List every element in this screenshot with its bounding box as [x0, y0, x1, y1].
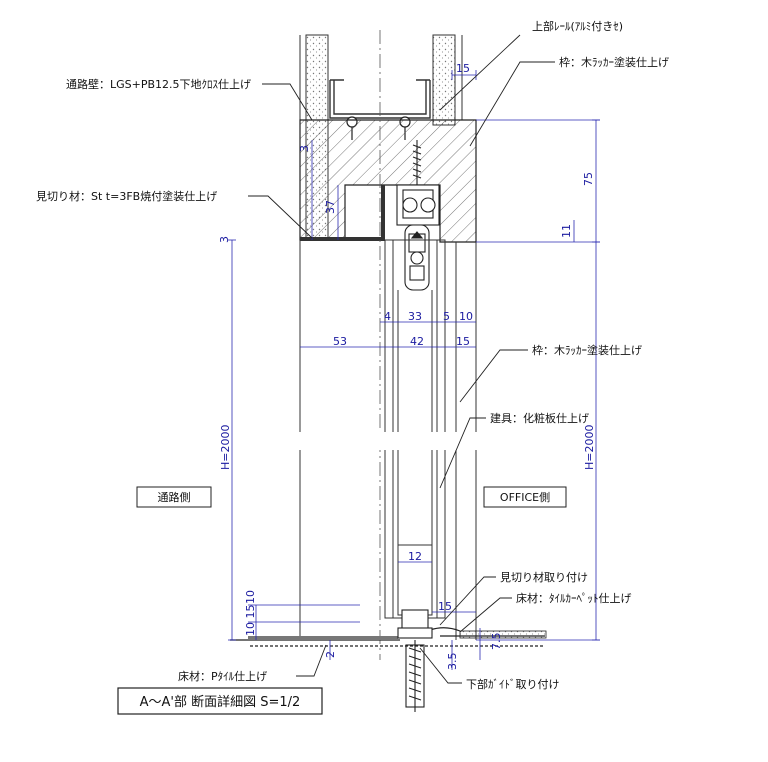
dim-3-a: 3	[298, 145, 311, 152]
steel-trim	[300, 185, 385, 241]
label-frame-top: 枠：木ﾗｯｶｰ塗装仕上げ	[559, 55, 669, 69]
dim-15-mid: 15	[456, 335, 470, 348]
dim-12: 12	[408, 550, 422, 563]
dim-5: 5	[443, 310, 450, 323]
svg-text:OFFICE側: OFFICE側	[500, 491, 550, 504]
dim-11: 11	[560, 224, 573, 238]
label-top-cut: 上部ﾚｰﾙ(ｱﾙﾐ付きｾ)	[532, 19, 623, 33]
label-frame-mid: 枠：木ﾗｯｶｰ塗装仕上げ	[532, 343, 642, 357]
dim-7-5: 7.5	[490, 633, 503, 651]
dim-33: 33	[408, 310, 422, 323]
dim-3-5: 3.5	[446, 653, 459, 671]
side-label-right: OFFICE側	[483, 486, 567, 508]
dim-4: 4	[384, 310, 391, 323]
label-door: 建具：化粧板仕上げ	[490, 411, 589, 425]
dim-42: 42	[410, 335, 424, 348]
upper-rail-hardware	[396, 184, 440, 291]
dim-3-b: 3	[218, 236, 231, 243]
dim-h-left: H=2000	[219, 425, 232, 470]
leader-lines	[248, 34, 555, 684]
label-trim: 見切り材：St t=3FB焼付塗装仕上げ	[36, 189, 217, 203]
label-bottom-guide: 下部ｶﾞｲﾄﾞ取り付け	[466, 677, 560, 691]
svg-text:A～A'部 断面詳細図 S=1/2: A～A'部 断面詳細図 S=1/2	[140, 694, 301, 710]
dim-15-top: 15	[456, 62, 470, 75]
dim-75: 75	[582, 172, 595, 186]
side-label-left: 通路側	[136, 486, 212, 508]
label-wall: 通路壁：LGS+PB12.5下地ｸﾛｽ仕上げ	[66, 77, 251, 91]
dim-2: 2	[324, 651, 337, 658]
dim-10-15: 10 15	[244, 605, 257, 637]
label-floor-right: 床材：ﾀｲﾙｶｰﾍﾟｯﾄ仕上げ	[516, 591, 632, 605]
top-frame	[299, 119, 477, 243]
bottom-guide-hardware	[397, 609, 433, 712]
dim-15-bot: 15	[438, 600, 452, 613]
dim-10-b: 10	[244, 590, 257, 604]
dim-37: 37	[324, 200, 337, 214]
label-trim-fix: 見切り材取り付け	[500, 570, 588, 584]
dim-53: 53	[333, 335, 347, 348]
break-gap	[220, 432, 620, 450]
drawing-title: A～A'部 断面詳細図 S=1/2	[117, 687, 323, 715]
long-screw-icon	[412, 140, 422, 190]
svg-text:通路側: 通路側	[158, 491, 191, 504]
label-floor-left: 床材：Pﾀｲﾙ仕上げ	[178, 669, 267, 683]
dim-10-a: 10	[459, 310, 473, 323]
floor	[230, 627, 547, 647]
dim-h-right: H=2000	[583, 425, 596, 470]
dimension-lines	[228, 70, 600, 670]
